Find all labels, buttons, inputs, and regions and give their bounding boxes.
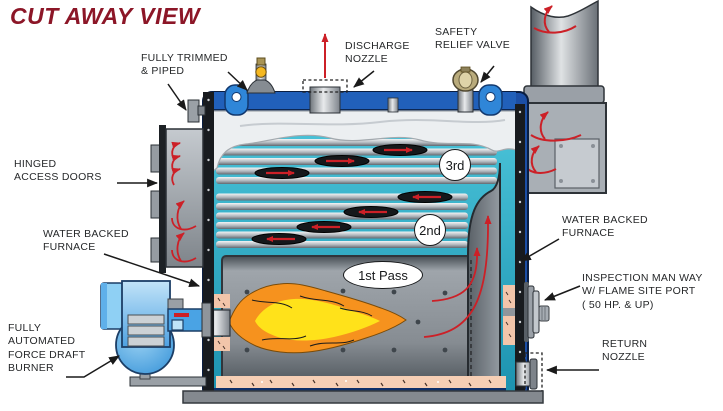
return-nozzle-fitting bbox=[515, 352, 543, 393]
second-pass-badge: 2nd bbox=[414, 214, 446, 246]
front-tube-sheet bbox=[203, 92, 214, 398]
label-force-draft-burner: FULLY AUTOMATED FORCE DRAFT BURNER bbox=[8, 322, 86, 375]
third-pass-badge: 3rd bbox=[439, 149, 471, 181]
lifting-lugs bbox=[224, 84, 503, 116]
discharge-nozzle-fitting bbox=[302, 33, 348, 114]
burner-assembly bbox=[100, 280, 212, 387]
rear-turnaround-chamber bbox=[423, 162, 501, 391]
flue-gas-arrows-rear bbox=[525, 5, 582, 174]
rear-tube-sheet bbox=[503, 104, 525, 398]
insulation-band bbox=[212, 110, 517, 173]
flame bbox=[228, 283, 407, 354]
trim-valve bbox=[246, 57, 276, 94]
third-pass-tubes bbox=[216, 139, 497, 184]
label-hinged-access-doors: HINGED ACCESS DOORS bbox=[14, 158, 102, 184]
rear-smoke-box bbox=[516, 102, 607, 194]
page-title: CUT AWAY VIEW bbox=[10, 3, 201, 29]
burner-throat bbox=[203, 294, 231, 351]
label-fully-trimmed: FULLY TRIMMED & PIPED bbox=[141, 52, 228, 78]
label-inspection-manway: INSPECTION MAN WAY W/ FLAME SITE PORT ( … bbox=[582, 272, 703, 311]
second-pass-tubes bbox=[216, 191, 468, 248]
label-water-backed-furnace-left: WATER BACKED FURNACE bbox=[43, 228, 129, 254]
leader-lines bbox=[66, 65, 599, 378]
safety-relief-valve-fitting bbox=[452, 66, 479, 113]
hinged-access-door bbox=[150, 125, 204, 273]
insulation-texture bbox=[239, 119, 506, 127]
exhaust-stack bbox=[523, 0, 605, 104]
label-discharge-nozzle: DISCHARGE NOZZLE bbox=[345, 40, 410, 66]
small-nozzle bbox=[387, 97, 399, 113]
label-safety-relief-valve: SAFETY RELIEF VALVE bbox=[435, 26, 510, 52]
label-water-backed-furnace-right: WATER BACKED FURNACE bbox=[562, 214, 648, 240]
base-skid bbox=[182, 390, 544, 404]
refractory-floor bbox=[214, 376, 506, 392]
inspection-manway-fitting bbox=[524, 282, 550, 342]
label-return-nozzle: RETURN NOZZLE bbox=[602, 338, 648, 364]
first-pass-badge: 1st Pass bbox=[343, 261, 423, 289]
trim-flange bbox=[187, 99, 206, 123]
